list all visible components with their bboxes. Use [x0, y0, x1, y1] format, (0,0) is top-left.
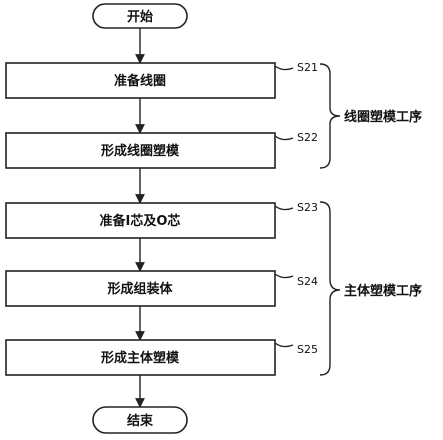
group-bracket-body-molding: 主体塑模工序: [319, 201, 422, 376]
end-terminal: 结束: [92, 406, 188, 434]
step-id-s25: S25: [297, 343, 318, 356]
leader-line-s24: [274, 273, 294, 279]
step-label-s25: 形成主体塑模: [101, 350, 180, 366]
leader-line-s21: [274, 65, 294, 71]
step-id-s24: S24: [297, 275, 318, 288]
process-step-s24: 形成组装体 S24: [5, 270, 318, 307]
curly-brace-icon: [319, 201, 341, 376]
step-id-s21: S21: [297, 61, 318, 74]
start-terminal: 开始: [92, 3, 188, 29]
leader-line-s23: [274, 205, 294, 211]
group-bracket-coil-molding: 线圈塑模工序: [319, 63, 422, 169]
process-step-s22: 形成线圈塑模 S22: [5, 131, 318, 169]
step-id-s22: S22: [297, 131, 318, 144]
process-step-s25: 形成主体塑模 S25: [5, 339, 318, 376]
process-step-s23: 准备I芯及O芯 S23: [5, 201, 318, 239]
step-label-s23: 准备I芯及O芯: [100, 213, 181, 229]
group-label-coil-molding: 线圈塑模工序: [344, 109, 422, 125]
step-label-s24: 形成组装体: [107, 281, 173, 297]
step-label-s21: 准备线圈: [114, 73, 166, 89]
step-id-s23: S23: [297, 201, 318, 214]
leader-line-s22: [274, 135, 294, 141]
leader-line-s25: [274, 342, 294, 348]
process-step-s21: 准备线圈 S21: [5, 61, 318, 99]
group-label-body-molding: 主体塑模工序: [344, 283, 422, 299]
end-label: 结束: [127, 413, 154, 429]
curly-brace-icon: [319, 63, 341, 169]
step-label-s22: 形成线圈塑模: [101, 143, 180, 159]
start-label: 开始: [127, 9, 153, 25]
